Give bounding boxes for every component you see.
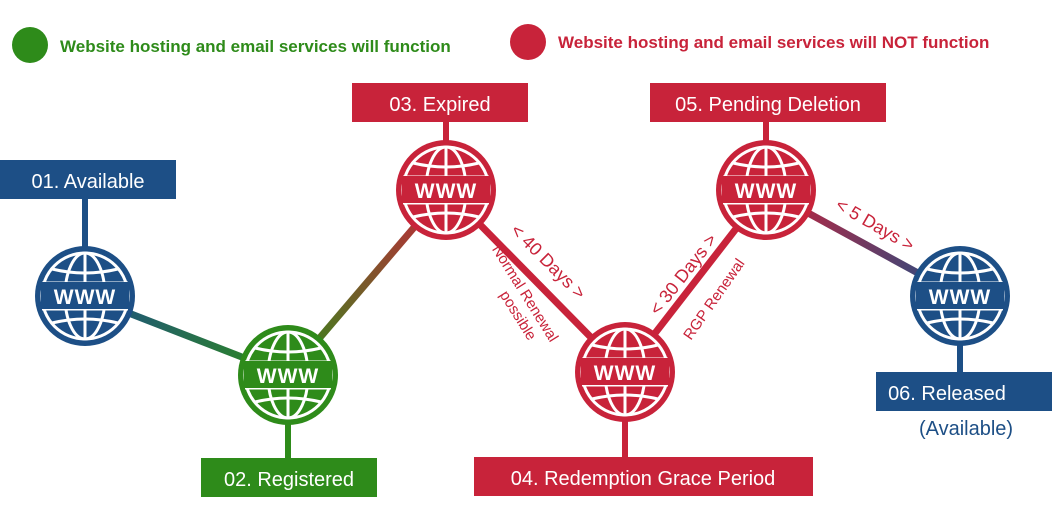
legend-bad-label: Website hosting and email services will … <box>558 33 989 52</box>
svg-text:WWW: WWW <box>54 286 116 309</box>
stage-pending-deletion: 05. Pending Deletion <box>650 83 886 122</box>
globe-registered: WWW <box>238 325 338 425</box>
svg-text:WWW: WWW <box>735 180 797 203</box>
stage-released-sublabel: (Available) <box>919 418 1013 440</box>
globe-pending-deletion: WWW <box>716 140 816 240</box>
svg-text:06. Released: 06. Released <box>888 383 1006 405</box>
stage-expired: 03. Expired <box>352 83 528 122</box>
svg-text:WWW: WWW <box>594 362 656 385</box>
legend-red-dot <box>510 24 546 60</box>
svg-text:05. Pending Deletion: 05. Pending Deletion <box>675 94 861 116</box>
globe-released: WWW <box>910 246 1010 346</box>
stage-redemption-grace-period: 04. Redemption Grace Period <box>474 457 813 496</box>
legend: Website hosting and email services will … <box>12 24 989 63</box>
svg-text:02. Registered: 02. Registered <box>224 469 354 491</box>
svg-text:04. Redemption Grace Period: 04. Redemption Grace Period <box>511 468 776 490</box>
globe-redemption: WWW <box>575 322 675 422</box>
svg-text:01. Available: 01. Available <box>31 171 144 193</box>
svg-text:WWW: WWW <box>415 180 477 203</box>
svg-text:WWW: WWW <box>929 286 991 309</box>
globe-expired: WWW <box>396 140 496 240</box>
stage-released: 06. Released (Available) <box>876 372 1052 440</box>
svg-text:WWW: WWW <box>257 365 319 388</box>
stage-registered: 02. Registered <box>201 458 377 497</box>
svg-text:03. Expired: 03. Expired <box>389 94 490 116</box>
stage-available: 01. Available <box>0 160 176 199</box>
globe-available: WWW <box>35 246 135 346</box>
legend-good-label: Website hosting and email services will … <box>60 37 451 56</box>
legend-green-dot <box>12 27 48 63</box>
